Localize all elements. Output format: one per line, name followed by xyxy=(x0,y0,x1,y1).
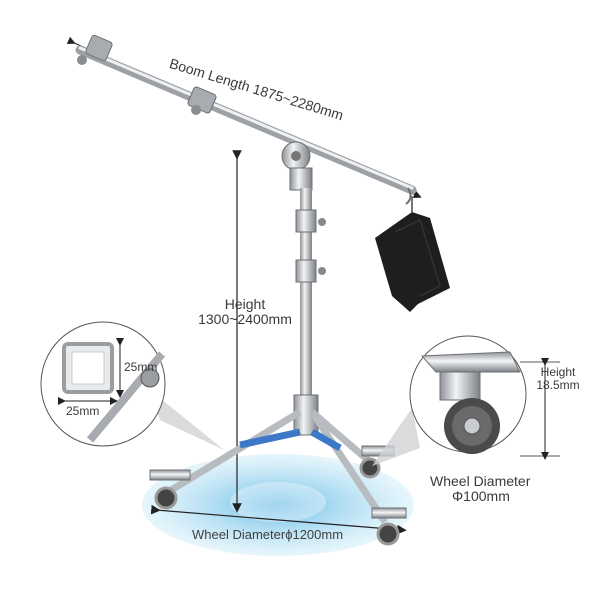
boom-arm xyxy=(75,34,417,205)
grip-head xyxy=(281,141,313,191)
height-value: 1300~2400mm xyxy=(198,311,292,328)
tube-height-label: 25mm xyxy=(124,360,158,374)
caster-wheels xyxy=(149,445,407,546)
base-wheel-diameter-label: Wheel Diameterϕ1200mm xyxy=(192,527,344,542)
wheel-detail-callout xyxy=(372,335,560,466)
sandbag xyxy=(375,196,450,312)
height-title: Height xyxy=(224,296,266,312)
height-label: Height 1300~2400mm xyxy=(190,296,300,328)
wheel-diameter-value: Φ100mm xyxy=(452,488,510,505)
wheel-height-title: Height xyxy=(540,365,576,379)
tube-width-label: 25mm xyxy=(66,404,100,418)
base-diameter-arrow xyxy=(150,504,407,535)
wheel-diameter-title: Wheel Diameter xyxy=(430,473,531,489)
wheel-height-value: 18.5mm xyxy=(536,378,580,393)
wheel-height-label: Height 18.5mm xyxy=(529,365,587,393)
tube-detail-callout xyxy=(40,321,224,450)
wheel-diameter-label: Wheel Diameter Φ100mm xyxy=(430,473,531,505)
center-column xyxy=(293,188,326,436)
